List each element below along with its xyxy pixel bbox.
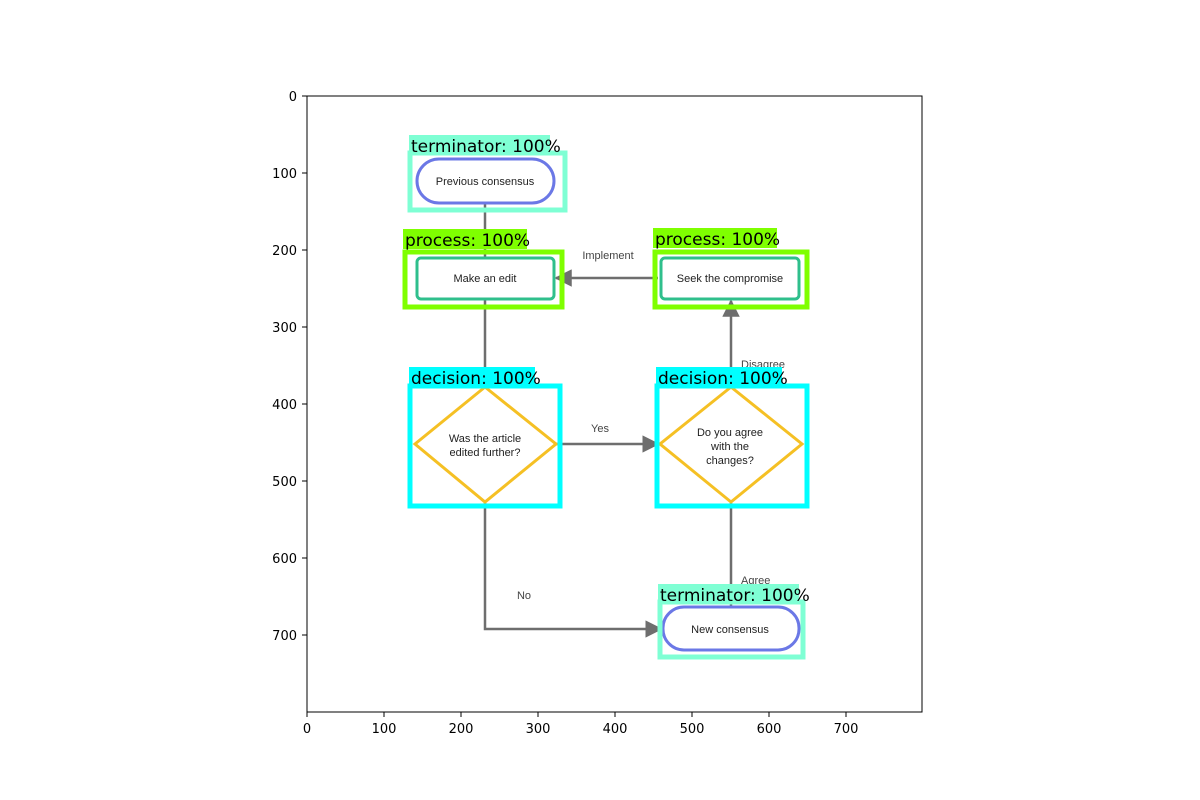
edge-no xyxy=(483,503,663,638)
tag-process-right: process: 100% xyxy=(655,230,780,250)
y-tick-label: 300 xyxy=(272,321,297,336)
x-tick-label: 500 xyxy=(680,722,705,737)
node-label-agree-changes-2: with the xyxy=(710,441,749,453)
bbox-process-right xyxy=(652,249,810,310)
x-tick-label: 300 xyxy=(526,722,551,737)
y-tick-label: 400 xyxy=(272,398,297,413)
edge-label-yes: Yes xyxy=(591,423,609,435)
y-tick-label: 500 xyxy=(272,475,297,490)
decision-edited-further xyxy=(412,385,559,504)
x-tick-label: 100 xyxy=(372,722,397,737)
x-tick-label: 0 xyxy=(303,722,311,737)
node-label-previous-consensus: Previous consensus xyxy=(436,176,535,188)
tag-process-left: process: 100% xyxy=(405,231,530,251)
plot-frame xyxy=(306,95,923,713)
tag-terminator-bottom: terminator: 100% xyxy=(660,586,810,606)
edge-label-no: No xyxy=(517,590,531,602)
tag-decision-right: decision: 100% xyxy=(658,369,788,389)
y-tick-label: 600 xyxy=(272,552,297,567)
tag-bg-process-left xyxy=(403,229,527,249)
node-label-make-edit: Make an edit xyxy=(454,273,517,285)
tag-decision-left: decision: 100% xyxy=(411,369,541,389)
tag-terminator-top: terminator: 100% xyxy=(411,137,561,157)
x-axis: 0 100 200 300 400 500 600 700 xyxy=(303,712,859,737)
y-tick-label: 700 xyxy=(272,629,297,644)
node-label-new-consensus: New consensus xyxy=(691,624,769,636)
x-tick-label: 600 xyxy=(757,722,782,737)
edge-label-implement: Implement xyxy=(582,250,633,262)
y-tick-label: 200 xyxy=(272,244,297,259)
tag-bg-terminator-bottom xyxy=(658,584,799,604)
tag-bg-decision-left xyxy=(409,367,535,387)
node-label-seek-compromise: Seek the compromise xyxy=(677,273,783,285)
node-label-edited-further-2: edited further? xyxy=(450,447,521,459)
process-make-edit xyxy=(415,256,556,301)
tag-bg-decision-right xyxy=(656,367,782,387)
x-tick-label: 400 xyxy=(603,722,628,737)
y-axis: 0 100 200 300 400 500 600 700 xyxy=(272,90,307,644)
bbox-process-left xyxy=(402,249,565,310)
node-label-agree-changes-3: changes? xyxy=(706,455,754,467)
tag-bg-terminator-top xyxy=(409,135,550,155)
node-label-agree-changes-1: Do you agree xyxy=(697,427,763,439)
process-seek-compromise xyxy=(659,256,801,301)
x-tick-label: 200 xyxy=(449,722,474,737)
y-tick-label: 100 xyxy=(272,167,297,182)
terminator-new-consensus xyxy=(661,605,801,652)
terminator-previous-consensus xyxy=(415,157,556,205)
tag-bg-process-right xyxy=(653,228,777,248)
decision-agree-changes xyxy=(657,385,805,504)
detection-boxes xyxy=(402,150,810,660)
x-tick-label: 700 xyxy=(834,722,859,737)
y-tick-label: 0 xyxy=(289,90,297,105)
node-label-edited-further-1: Was the article xyxy=(449,433,521,445)
